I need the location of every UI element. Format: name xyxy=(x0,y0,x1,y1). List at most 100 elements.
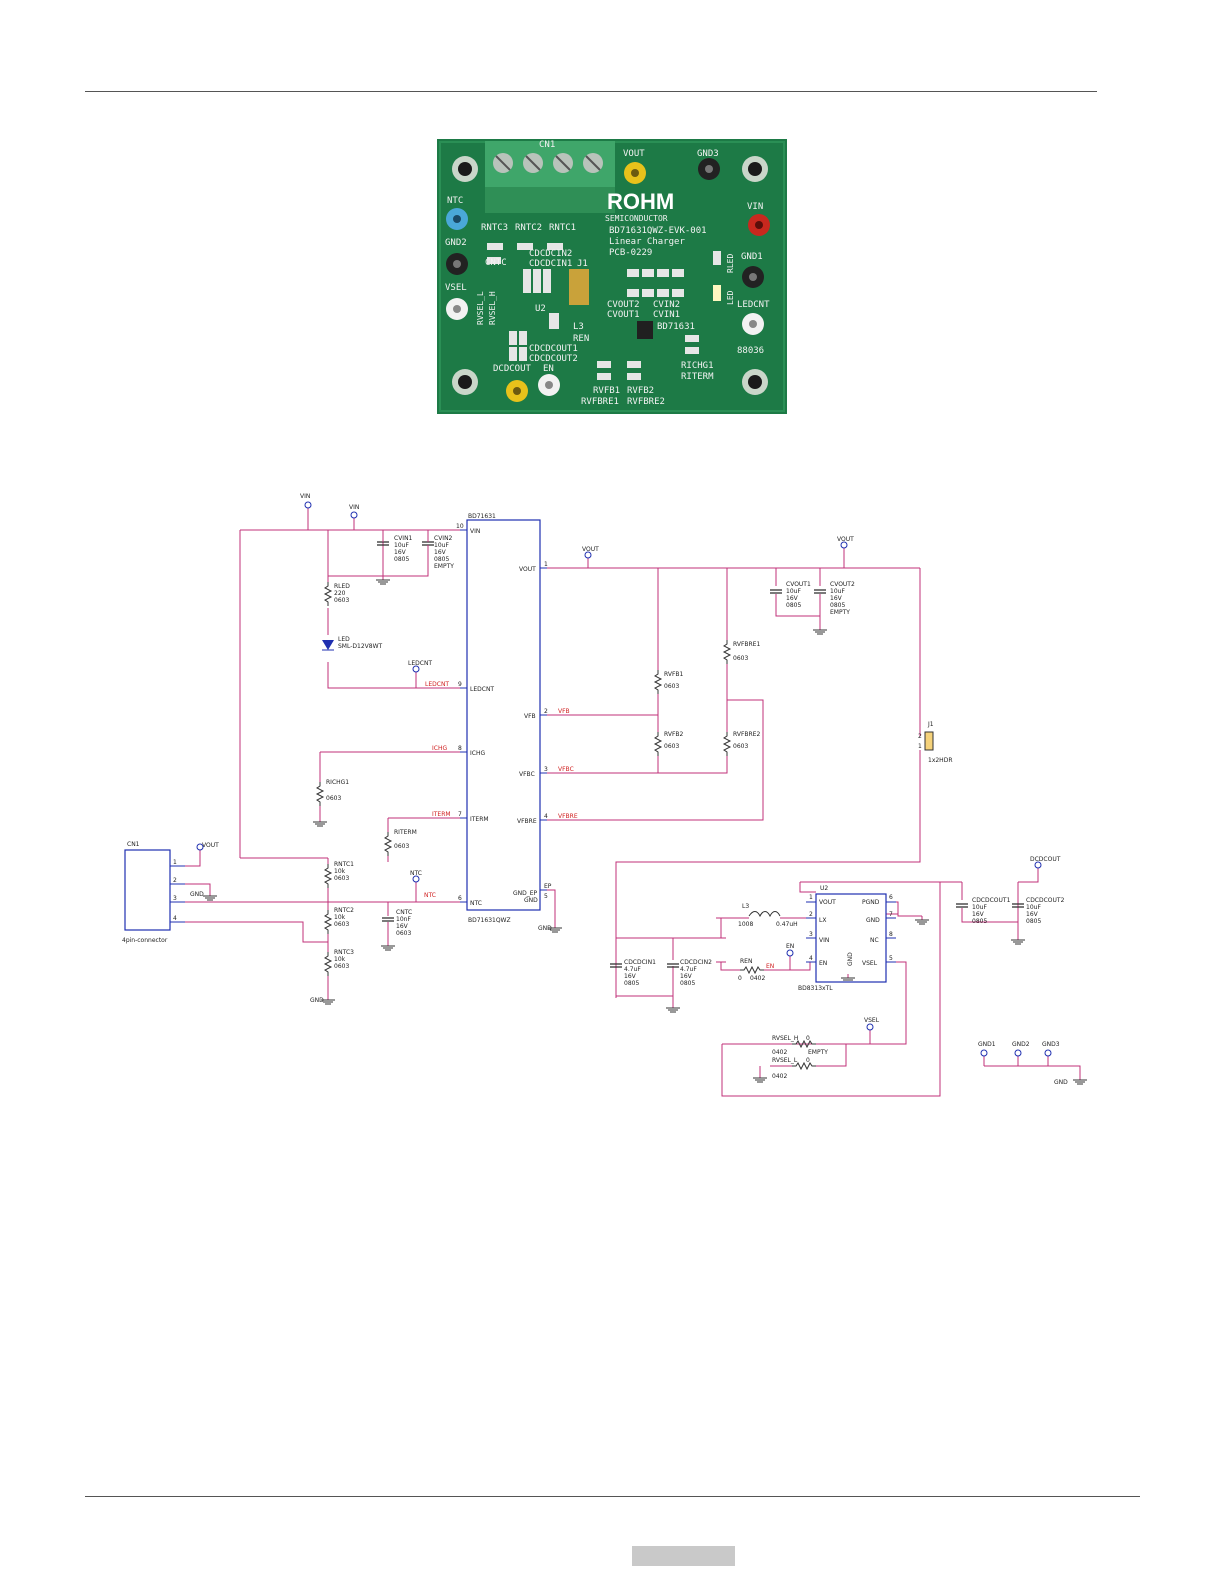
silk-riterm: RITERM xyxy=(681,372,714,382)
rled-l1: 220 xyxy=(334,590,346,597)
cntc-l3: 0603 xyxy=(396,930,411,937)
silk-cdcdcin2: CDCDCIN2 xyxy=(529,249,572,259)
net-gnd1: GND1 xyxy=(978,1041,996,1048)
rvsel-l-ref: RVSEL_L xyxy=(772,1057,798,1064)
net-ntc-tp: NTC xyxy=(410,870,422,877)
silk-semiconductor: SEMICONDUCTOR xyxy=(605,214,668,223)
cdcdcout2-ref: CDCDCOUT2 xyxy=(1026,897,1065,904)
rvfbre2-ref: RVFBRE2 xyxy=(733,731,760,738)
schematic-wires xyxy=(185,508,1081,1097)
ren-l1: 0 xyxy=(738,975,742,982)
cdcdcout2-l3: 0805 xyxy=(1026,918,1041,925)
u2-num-en: 4 xyxy=(809,955,813,962)
header-rule xyxy=(85,91,1097,92)
silk-rvfbre2: RVFBRE2 xyxy=(627,397,665,407)
rvsel-h-l3: EMPTY xyxy=(808,1049,828,1056)
net-iterm: ITERM xyxy=(432,811,451,818)
rntc1-ref: RNTC1 xyxy=(334,861,354,868)
silk-vin: VIN xyxy=(747,202,763,212)
cn1-pin-2: 2 xyxy=(173,877,177,884)
l3-l2: 0.47uH xyxy=(776,921,798,928)
silk-rntc1: RNTC1 xyxy=(549,223,576,233)
u1-num-ichg: 8 xyxy=(458,745,462,752)
u1-pin-lines xyxy=(460,529,547,903)
cn1-pin-4: 4 xyxy=(173,915,177,922)
silk-rvfb1: RVFB1 xyxy=(593,386,620,396)
cvin2-l2: 16V xyxy=(434,549,447,556)
silk-cdcdcin1: CDCDCIN1 xyxy=(529,259,572,269)
u2-pin-vin: VIN xyxy=(819,937,829,944)
u2-num-pgnd: 6 xyxy=(889,894,893,901)
silk-l3: L3 xyxy=(573,322,584,332)
circuit-schematic: BD71631 BD71631QWZ VIN LEDCNT ICHG ITERM… xyxy=(122,493,1088,1097)
terminal-block-cn1 xyxy=(485,141,615,213)
net-gnd-right: GND xyxy=(1054,1079,1068,1086)
cdcdcout1-l2: 16V xyxy=(972,911,985,918)
cntc-l1: 10nF xyxy=(396,916,411,923)
cdcdcout2-l2: 16V xyxy=(1026,911,1039,918)
cvin1-l1: 10uF xyxy=(394,542,409,549)
silk-led: LED xyxy=(726,290,735,305)
cvin2-l3: 0805 xyxy=(434,556,449,563)
silk-rvfb2: RVFB2 xyxy=(627,386,654,396)
net-vfbre: VFBRE xyxy=(558,813,578,820)
cntc-l2: 16V xyxy=(396,923,409,930)
net-gnd-cn1: GND xyxy=(190,891,204,898)
net-en-tp: EN xyxy=(786,943,794,950)
net-ledcnt-tp: LEDCNT xyxy=(408,660,432,667)
silk-richg1: RICHG1 xyxy=(681,361,714,371)
u1-num-ntc: 6 xyxy=(458,895,462,902)
u2-pin-ep: GND xyxy=(847,952,854,966)
rvfb1-ref: RVFB1 xyxy=(664,671,684,678)
net-ntc: NTC xyxy=(424,892,436,899)
silk-u2: U2 xyxy=(535,304,546,314)
silk-rvsel-h: RVSEL_H xyxy=(488,291,497,325)
cdcdcin1-l3: 0805 xyxy=(624,980,639,987)
rvfbre2-l1: 0603 xyxy=(733,743,748,750)
led-l1: SML-D12V8WT xyxy=(338,643,382,650)
silk-ic: BD71631 xyxy=(657,322,695,332)
u2-pin-lines xyxy=(806,901,896,963)
silk-rvfbre1: RVFBRE1 xyxy=(581,397,619,407)
riterm-ref: RITERM xyxy=(394,829,417,836)
l3-l1: 1008 xyxy=(738,921,753,928)
net-gnd3: GND3 xyxy=(1042,1041,1060,1048)
rntc1-l1: 10k xyxy=(334,868,346,875)
u2-num-vsel: 5 xyxy=(889,955,893,962)
silk-en: EN xyxy=(543,364,554,374)
u2-pin-pgnd: PGND xyxy=(862,899,880,906)
u2-num-gnd: 7 xyxy=(889,911,893,918)
cdcdcin2-l3: 0805 xyxy=(680,980,695,987)
cvin2-l1: 10uF xyxy=(434,542,449,549)
cn1-pin-1: 1 xyxy=(173,859,177,866)
page-number-badge xyxy=(632,1546,735,1566)
silk-cn1: CN1 xyxy=(539,140,555,150)
cn1-connector xyxy=(124,849,171,931)
net-vfbc: VFBC xyxy=(558,766,574,773)
u1-num-ep: EP xyxy=(544,883,552,890)
u1-pin-vfbc: VFBC xyxy=(519,771,535,778)
cvin1-l2: 16V xyxy=(394,549,407,556)
cdcdcout1-ref: CDCDCOUT1 xyxy=(972,897,1011,904)
u1-num-ledcnt: 9 xyxy=(458,681,462,688)
u1-pin-iterm: ITERM xyxy=(470,816,489,823)
cdcdcin2-l2: 16V xyxy=(680,973,693,980)
silk-ledcnt: LEDCNT xyxy=(737,300,770,310)
u1-pin-vout: VOUT xyxy=(519,566,536,573)
silk-cvin1: CVIN1 xyxy=(653,310,680,320)
cvin2-ref: CVIN2 xyxy=(434,535,453,542)
u2-pin-vsel: VSEL xyxy=(862,960,878,967)
rvsel-h-l1: 0 xyxy=(806,1035,810,1042)
rntc2-l2: 0603 xyxy=(334,921,349,928)
j1-part: 1x2HDR xyxy=(928,757,953,764)
u1-pin-vfb: VFB xyxy=(524,713,536,720)
net-gnd-ntc: GND xyxy=(310,997,324,1004)
cvout2-l3: 0805 xyxy=(830,602,845,609)
cvout1-ref: CVOUT1 xyxy=(786,581,811,588)
silk-part: BD71631QWZ-EVK-001 xyxy=(609,226,707,236)
mounting-holes xyxy=(452,156,768,395)
cn1-part: 4pin-connector xyxy=(122,937,168,944)
cvout2-l1: 10uF xyxy=(830,588,845,595)
silk-ren: REN xyxy=(573,334,589,344)
silk-rvsel-l: RVSEL_L xyxy=(476,291,485,325)
